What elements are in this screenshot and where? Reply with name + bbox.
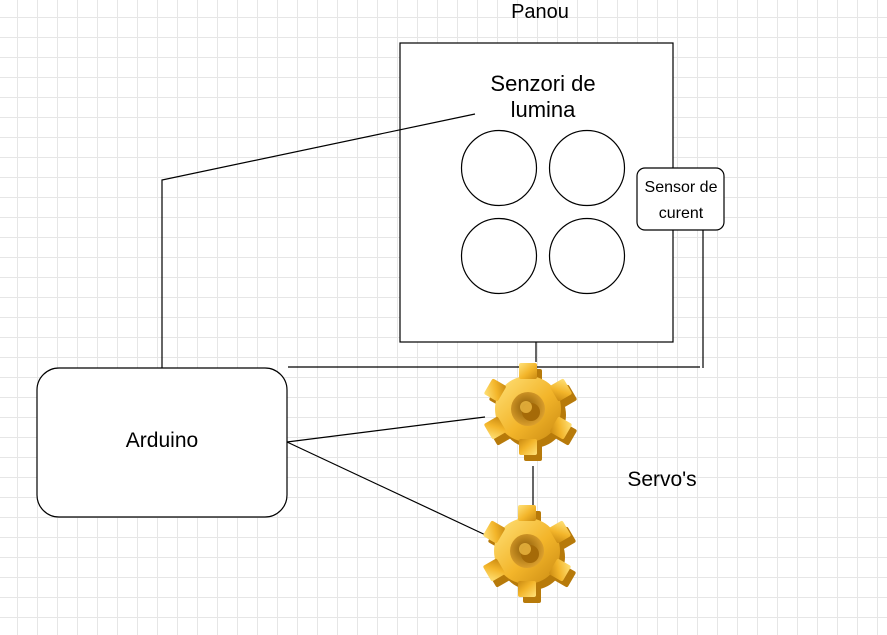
gear-icon	[483, 363, 578, 461]
connector-arduino-servo-1	[286, 416, 486, 443]
arduino-label: Arduino	[125, 429, 199, 452]
servos-label: Servo's	[627, 468, 697, 491]
light-sensor-icon	[460, 217, 538, 295]
current-sensor-label: Sensor de curent	[644, 179, 718, 222]
light-sensor-icon	[460, 129, 538, 207]
light-sensor-icon	[548, 129, 626, 207]
current-sensor-box	[636, 167, 725, 231]
panel-box	[399, 42, 674, 343]
light-sensors-label: Senzori de lumina	[490, 71, 596, 122]
connector-arduino-servo-2	[286, 441, 493, 539]
connector-sensors-arduino	[161, 113, 476, 368]
light-sensor-icon	[548, 217, 626, 295]
gear-icon	[482, 505, 577, 603]
panel-title: Panou	[511, 1, 569, 23]
